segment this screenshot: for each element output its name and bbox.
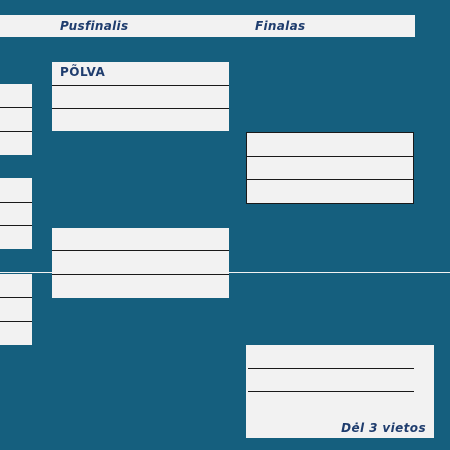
third-place-label: Dėl 3 vietos (341, 421, 426, 435)
slot-divider (52, 274, 229, 275)
quarterfinal-slot-1[interactable] (0, 84, 32, 155)
semifinal-match-bottom[interactable] (52, 228, 229, 298)
slot-divider (247, 179, 413, 180)
slot-divider (0, 225, 32, 226)
final-match[interactable] (246, 132, 414, 204)
slot-divider (52, 108, 229, 109)
quarterfinal-slot-3[interactable] (0, 274, 32, 345)
slot-divider (0, 321, 32, 322)
slot-divider (247, 156, 413, 157)
third-place-match[interactable]: Dėl 3 vietos (246, 345, 434, 438)
slot-divider (248, 368, 414, 369)
slot-divider (52, 250, 229, 251)
slot-divider (0, 297, 32, 298)
semifinal-top-team-name: PÕLVA (60, 65, 106, 79)
semifinal-header: Pusfinalis (60, 19, 129, 33)
slot-divider (0, 107, 32, 108)
final-header: Finalas (255, 19, 306, 33)
slot-divider (0, 131, 32, 132)
quarterfinal-slot-2[interactable] (0, 178, 32, 249)
slot-divider (0, 202, 32, 203)
slot-divider (248, 391, 414, 392)
slot-divider (52, 85, 229, 86)
round-header-bar: Pusfinalis Finalas (0, 15, 415, 37)
semifinal-match-top[interactable]: PÕLVA (52, 62, 229, 131)
section-divider (0, 272, 450, 273)
